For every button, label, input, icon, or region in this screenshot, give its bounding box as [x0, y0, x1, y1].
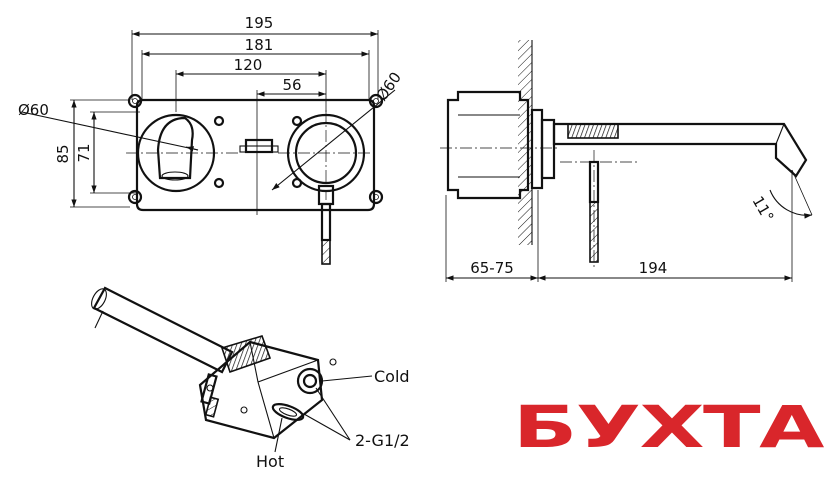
dim-65-75: 65-75 — [470, 259, 514, 277]
dim-120: 120 — [234, 56, 263, 74]
front-view: 195 181 120 56 85 71 Ø60 Ø60 — [18, 14, 405, 265]
dim-angle: 11° — [749, 193, 778, 225]
iso-view: Cold 2-G1/2 Hot — [91, 286, 410, 471]
dim-195: 195 — [245, 14, 274, 32]
label-thread: 2-G1/2 — [355, 431, 410, 450]
label-cold: Cold — [374, 367, 410, 386]
dim-181: 181 — [245, 36, 274, 54]
dim-194: 194 — [639, 259, 668, 277]
brand-watermark: БУХТА — [512, 392, 827, 463]
dim-dia-left: Ø60 — [18, 101, 49, 119]
dim-85: 85 — [54, 144, 72, 163]
watermark-text: БУХТА — [513, 393, 825, 461]
dim-56: 56 — [282, 76, 301, 94]
side-view: 11° 65-75 194 — [440, 40, 813, 282]
label-hot: Hot — [256, 452, 284, 471]
dim-71: 71 — [75, 143, 93, 162]
